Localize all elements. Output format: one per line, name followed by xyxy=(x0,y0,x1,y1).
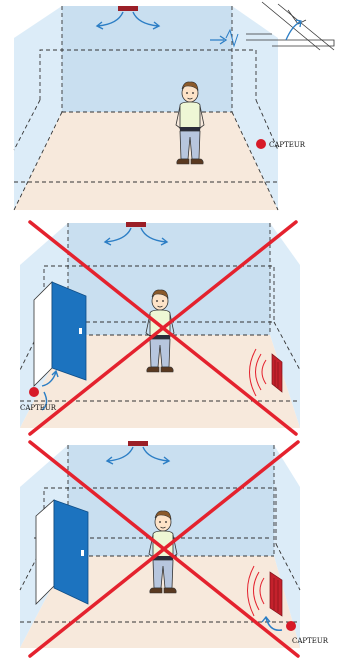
sensor-label: CAPTEUR xyxy=(20,404,57,412)
sensor-label: CAPTEUR xyxy=(269,141,306,149)
air-vent-icon xyxy=(128,441,148,446)
door-icon xyxy=(36,500,88,604)
panel-correct: CAPTEUR xyxy=(14,2,334,210)
radiator-icon xyxy=(270,572,282,616)
air-vent-icon xyxy=(126,222,146,227)
sensor-dot-icon xyxy=(29,387,39,397)
sensor-dot-icon xyxy=(286,621,296,631)
panel-wrong-radiator: CAPTEUR xyxy=(20,441,329,656)
panel-wrong-door: CAPTEUR xyxy=(20,222,300,434)
air-vent-icon xyxy=(118,6,138,11)
back-wall xyxy=(62,6,232,112)
sensor-dot-icon xyxy=(256,139,266,149)
sensor-label: CAPTEUR xyxy=(292,637,329,645)
door-icon xyxy=(34,282,86,386)
